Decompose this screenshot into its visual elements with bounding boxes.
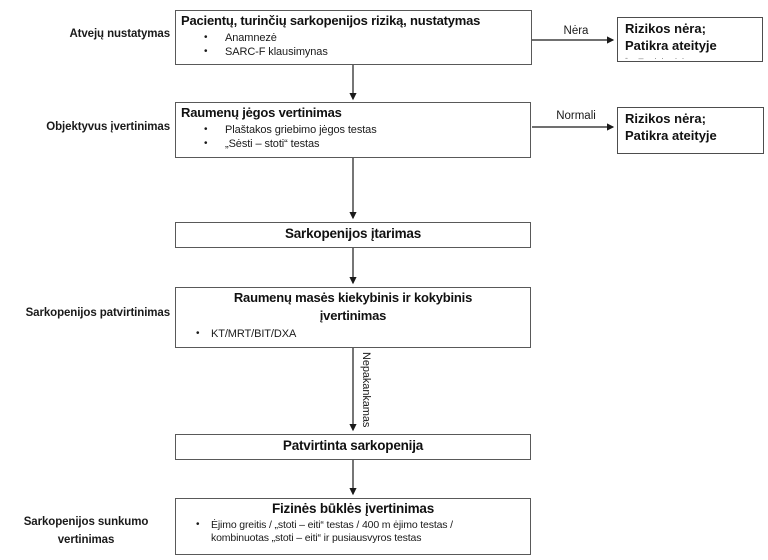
edge-label-nera: Nėra [563,25,589,37]
bullet-icon: • [204,46,208,57]
bullet-text: KT/MRT/BIT/DXA [211,328,297,340]
stage-label-case-finding: Atvejų nustatymas [69,28,170,40]
stage-label-severity-assessment: Sarkopenijos sunkumo vertinimas [23,516,149,546]
outcome-box-no-risk-2: Rizikos nėra; Patikra ateityje [617,107,764,154]
flow-box-confirmed-sarcopenia: Patvirtinta sarkopenija [175,434,531,460]
clipped-text-artifact: - – ·· ·· [625,53,689,62]
bullet-list: • Anamnezė • SARC-F klausimynas [176,31,531,59]
bullet-icon: • [204,32,208,43]
edge-label-nepakankamas: Nepakankamas [360,352,372,428]
box-title: Sarkopenijos įtarimas [284,226,422,241]
bullet-text: SARC-F klausimynas [225,46,328,58]
outcome-box-no-risk-1: Rizikos nėra; Patikra ateityje - – ·· ·· [617,17,763,62]
bullet-item: • Anamnezė [176,31,531,45]
bullet-text: Ėjimo greitis / „stoti – eiti“ testas / … [211,519,453,531]
bullet-icon: • [196,328,200,339]
bullet-icon: • [204,138,208,149]
stage-label-sarcopenia-confirmation: Sarkopenijos patvirtinimas [25,307,170,319]
bullet-list: • KT/MRT/BIT/DXA [176,327,530,341]
flow-box-risk-identification: Pacientų, turinčių sarkopenijos riziką, … [175,10,532,65]
flow-box-muscle-mass: Raumenų masės kiekybinis ir kokybinis įv… [175,287,531,348]
bullet-text: „Sėsti – stoti“ testas [225,138,320,150]
box-title: Patvirtinta sarkopenija [282,438,424,453]
outcome-text-line2: Patikra ateityje [625,128,717,143]
outcome-text-line2: Patikra ateityje [625,38,717,53]
box-title-line2: įvertinimas [319,308,387,323]
box-title: Fizinės būklės įvertinimas [271,501,435,516]
box-title: Raumenų masės kiekybinis ir kokybinis [233,290,473,305]
flow-box-physical-performance: Fizinės būklės įvertinimas • Ėjimo greiti… [175,498,531,555]
bullet-item: • KT/MRT/BIT/DXA [176,327,530,341]
bullet-list: • Plaštakos griebimo jėgos testas • „Sėsti… [176,123,530,151]
box-title: Raumenų jėgos vertinimas [181,105,342,120]
bullet-text: Plaštakos griebimo jėgos testas [225,124,377,136]
bullet-item: • Ėjimo greitis / „stoti – eiti“ testas /… [176,519,530,532]
bullet-item: • „Sėsti – stoti“ testas [176,137,530,151]
edge-label-normali: Normali [556,110,596,122]
box-title: Pacientų, turinčių sarkopenijos riziką, … [181,13,481,28]
bullet-icon: • [196,519,200,530]
bullet-text: Anamnezė [225,32,277,44]
bullet-text: kombinuotas „stoti – eiti“ ir pusiausvyr… [211,531,422,544]
bullet-list: • Ėjimo greitis / „stoti – eiti“ testas /… [176,519,530,544]
flow-box-sarcopenia-suspicion: Sarkopenijos įtarimas [175,222,531,248]
flow-box-muscle-strength: Raumenų jėgos vertinimas • Plaštakos grie… [175,102,531,158]
outcome-text-line1: Rizikos nėra; [625,21,706,36]
bullet-item-continuation: •kombinuotas „stoti – eiti“ ir pusiausvy… [176,532,530,545]
outcome-text-line1: Rizikos nėra; [625,111,706,126]
bullet-item: • Plaštakos griebimo jėgos testas [176,123,530,137]
stage-label-objective-assessment: Objektyvus įvertinimas [46,121,170,133]
bullet-item: • SARC-F klausimynas [176,45,531,59]
bullet-icon: • [204,124,208,135]
